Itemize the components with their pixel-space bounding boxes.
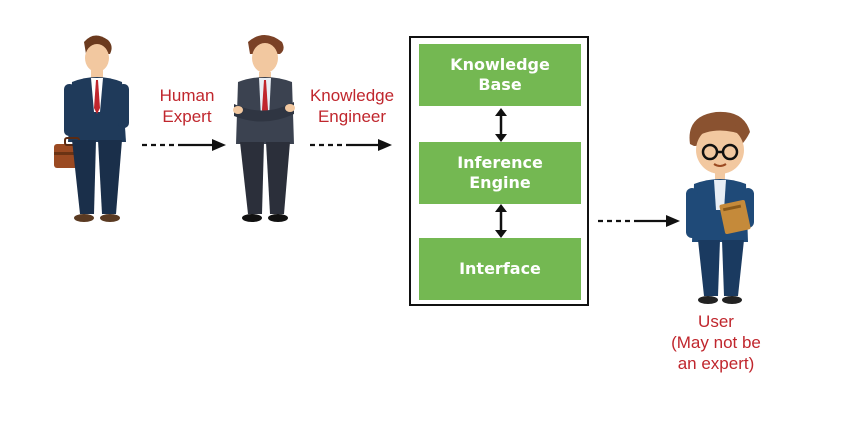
knowledge-base-block: Knowledge Base: [419, 44, 581, 106]
arrow-expert-to-engineer: [142, 139, 226, 151]
inference-engine-block: Inference Engine: [419, 142, 581, 204]
knowledge-engineer-figure: [233, 35, 295, 222]
arrow-system-to-user: [598, 215, 680, 227]
user-label: User (May not be an expert): [671, 312, 761, 373]
bidirectional-arrow-kb-ie: [495, 108, 507, 142]
human-expert-figure: [54, 35, 129, 222]
knowledge-engineer-label: Knowledge Engineer: [309, 86, 395, 126]
bidirectional-arrow-ie-if: [495, 204, 507, 238]
interface-block: Interface: [419, 238, 581, 300]
expert-system-box: Knowledge Base Inference Engine Interfac…: [409, 36, 589, 306]
arrow-engineer-to-system: [310, 139, 392, 151]
human-expert-label: Human Expert: [159, 86, 215, 126]
user-figure: [686, 111, 754, 304]
